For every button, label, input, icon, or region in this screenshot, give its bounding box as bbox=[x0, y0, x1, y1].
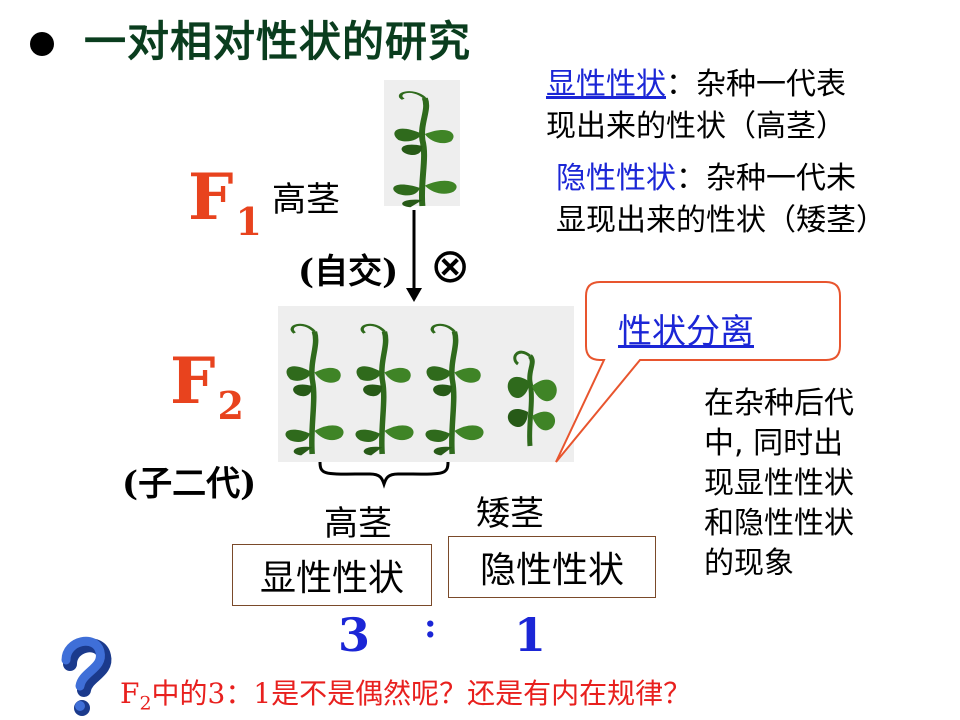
segregation-explanation: 在杂种后代 中, 同时出 现显性性状 和隐性性状 的现象 bbox=[704, 386, 854, 581]
recessive-trait-box: 隐性性状 bbox=[448, 536, 656, 598]
tall-label: 高茎 bbox=[324, 504, 392, 544]
question-text: F2中的3：1是不是偶然呢？还是有内在规律？ bbox=[120, 677, 692, 715]
dominant-definition: 显性性状：杂种一代表 现出来的性状（高茎） bbox=[546, 67, 846, 144]
page-title: 一对相对性状的研究 bbox=[84, 17, 472, 66]
recessive-definition: 隐性性状：杂种一代未 显现出来的性状（矮茎） bbox=[556, 161, 886, 238]
question-mark-icon bbox=[61, 636, 112, 716]
short-label: 矮茎 bbox=[476, 494, 544, 534]
f1-label: F1 bbox=[188, 160, 262, 244]
dominant-term: 显性性状 bbox=[546, 67, 666, 102]
recessive-term: 隐性性状 bbox=[556, 161, 676, 196]
selfing-label: (自交) bbox=[298, 252, 399, 292]
trait-segregation-term: 性状分离 bbox=[618, 312, 754, 352]
dominant-trait-box: 显性性状 bbox=[232, 544, 432, 606]
f2-label: F2 bbox=[170, 344, 244, 428]
ratio-recessive-count: 1 bbox=[514, 608, 547, 662]
title-bullet bbox=[30, 32, 54, 56]
speech-bubble bbox=[555, 281, 841, 463]
cross-symbol: ⊗ bbox=[430, 238, 471, 294]
selfing-arrow-head bbox=[406, 288, 422, 302]
f1-trait-label: 高茎 bbox=[272, 180, 340, 220]
ratio-dominant-count: 3 bbox=[338, 608, 371, 662]
ratio-colon: : bbox=[424, 606, 437, 646]
f2-alias-label: (子二代) bbox=[122, 464, 257, 504]
f2-short-plant bbox=[507, 350, 557, 447]
tall-plants-brace bbox=[318, 461, 450, 489]
